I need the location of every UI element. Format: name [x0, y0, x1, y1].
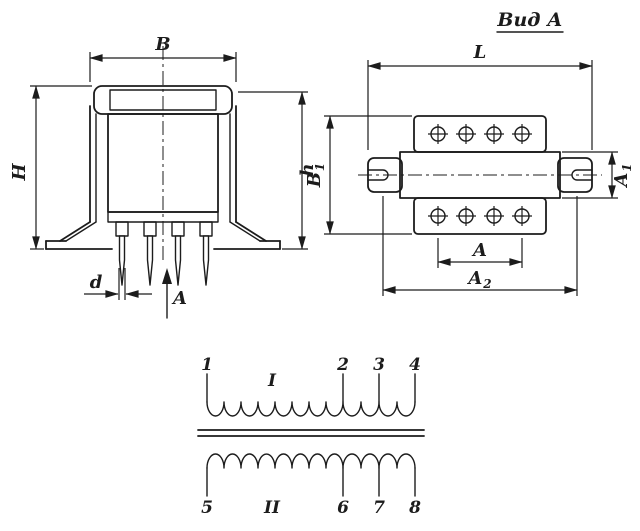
- dim-d-label: d: [90, 272, 103, 293]
- pin-1: [118, 235, 126, 286]
- pin-number-1: 1: [201, 355, 213, 375]
- pin-number-6: 6: [337, 498, 349, 518]
- mount-slot-left: [367, 169, 389, 181]
- pin-seats: [115, 221, 213, 237]
- dim-h-total: H: [9, 85, 92, 250]
- core-cap-inner: [109, 89, 217, 111]
- dim-a1: A1: [562, 151, 634, 199]
- winding-schematic: 1 2 3 4 I 5 6 7 8 II: [197, 355, 425, 518]
- rivet: [428, 124, 448, 144]
- mounting-foot-left: [45, 221, 113, 250]
- dim-a2: A2: [382, 196, 578, 296]
- mount-slot-right: [571, 169, 593, 181]
- rivet: [512, 124, 532, 144]
- winding-i-leads: [206, 373, 416, 403]
- pin-number-5: 5: [201, 498, 213, 518]
- dim-b1-label: B1: [304, 163, 327, 189]
- pin-number-4: 4: [409, 355, 421, 375]
- view-direction-arrow: A: [162, 268, 187, 319]
- rivet: [484, 124, 504, 144]
- rivets-top-row: [428, 124, 532, 144]
- winding-ii-leads: [206, 467, 416, 497]
- pin-number-8: 8: [408, 498, 421, 518]
- mount-tab-left: [367, 157, 403, 193]
- dim-h-total-label: H: [9, 163, 30, 182]
- dim-l-label: L: [473, 42, 487, 63]
- dim-a: A: [437, 238, 523, 268]
- pin-number-2: 2: [336, 355, 349, 375]
- mounting-foot-right: [213, 221, 281, 250]
- dim-h-small-label: h: [297, 163, 318, 176]
- dim-d: d: [84, 268, 152, 300]
- winding-ii-label: II: [263, 498, 281, 518]
- view-arrowhead: [162, 268, 172, 284]
- view-arrow-label: A: [171, 288, 187, 309]
- rivet: [456, 206, 476, 226]
- plate-top: [413, 115, 547, 153]
- dim-b1: B1: [304, 115, 412, 235]
- terminal-block: [107, 211, 219, 223]
- winding-i-label: I: [267, 371, 277, 391]
- mount-tab-right: [557, 157, 593, 193]
- dim-a-label: A: [471, 240, 487, 261]
- pin-number-3: 3: [373, 355, 385, 375]
- view-a: Вид А: [304, 9, 634, 296]
- dim-b-label: B: [154, 34, 170, 55]
- dim-a1-label: A1: [611, 163, 634, 188]
- view-a-title: Вид А: [496, 9, 562, 31]
- rivet: [456, 124, 476, 144]
- pin-number-7: 7: [373, 498, 385, 518]
- dim-l: L: [367, 42, 593, 150]
- dim-b: B: [89, 34, 237, 82]
- rivet: [484, 206, 504, 226]
- front-view: B H h d A: [9, 34, 318, 319]
- rivet: [512, 206, 532, 226]
- dim-a2-label: A2: [466, 268, 491, 291]
- pin-3: [174, 235, 182, 286]
- pin-4: [202, 235, 210, 286]
- rivet: [428, 206, 448, 226]
- solder-pins: [118, 235, 210, 286]
- plate-bottom: [413, 197, 547, 235]
- pin-2: [146, 235, 154, 286]
- winding-i-coil: [206, 401, 416, 417]
- winding-ii-coil: [206, 453, 416, 469]
- rivets-bottom-row: [428, 206, 532, 226]
- dim-h-small: h: [238, 91, 318, 250]
